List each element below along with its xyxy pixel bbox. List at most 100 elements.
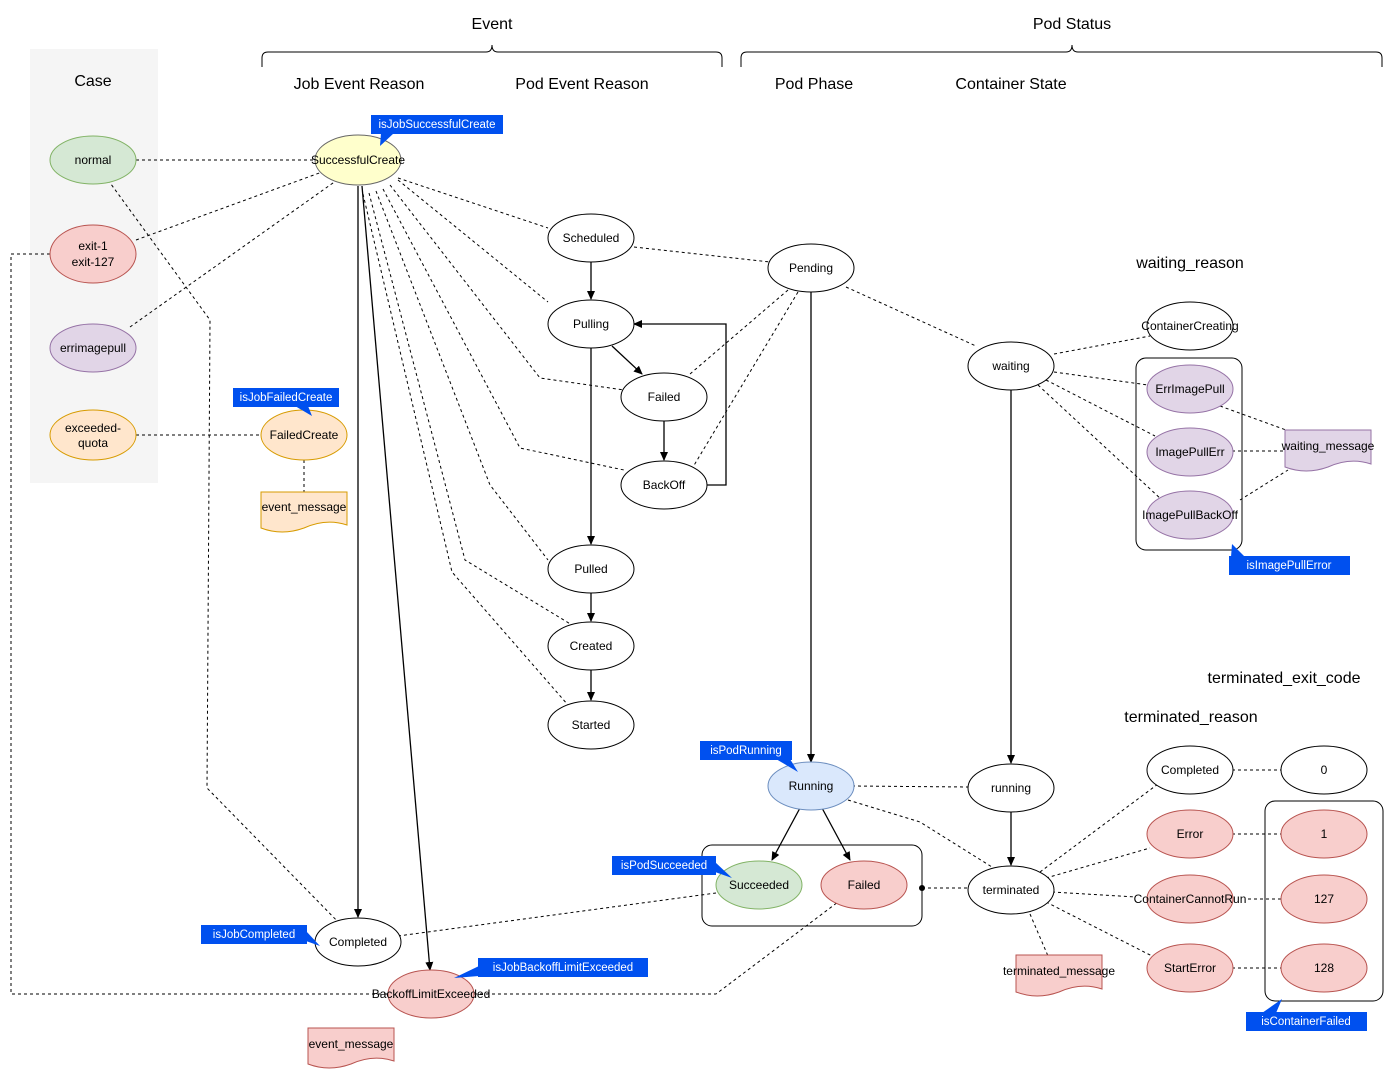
image-pull-backoff-node xyxy=(1146,490,1234,540)
tag-is-image-pull-error: isImagePullError xyxy=(1229,544,1350,575)
start-error-label: StartError xyxy=(1164,961,1216,975)
case-exceeded-label-2: quota xyxy=(78,436,108,450)
svg-text:isContainerFailed: isContainerFailed xyxy=(1261,1016,1351,1028)
image-pull-error-group xyxy=(1135,357,1243,551)
pod-event-failed-node xyxy=(620,372,708,422)
pulled-node xyxy=(547,544,635,594)
event-message-label-2: event_message xyxy=(309,1037,394,1051)
tag-is-container-failed: isContainerFailed xyxy=(1246,999,1367,1031)
exit-code-0-label: 0 xyxy=(1321,763,1328,777)
header-event: Event xyxy=(472,16,513,33)
image-pull-err-label: ImagePullErr xyxy=(1155,445,1224,459)
running-state-node xyxy=(967,763,1055,813)
exit-code-127-label: 127 xyxy=(1314,892,1334,906)
case-exceeded-quota-node xyxy=(49,409,137,461)
dashed-connectors xyxy=(10,159,1289,995)
header-job-event-reason: Job Event Reason xyxy=(294,76,425,93)
pulling-label: Pulling xyxy=(573,317,609,331)
tag-is-job-completed: isJobCompleted xyxy=(201,925,320,946)
terminated-message-doc xyxy=(1015,954,1103,997)
case-errimagepull-label: errimagepull xyxy=(60,341,126,355)
tag-is-job-successful-create: isJobSuccessfulCreate xyxy=(371,115,503,146)
err-image-pull-label: ErrImagePull xyxy=(1155,382,1224,396)
waiting-message-label: waiting_message xyxy=(1281,439,1375,453)
terminated-error-node xyxy=(1146,809,1234,859)
pending-label: Pending xyxy=(789,261,833,275)
terminated-completed-node xyxy=(1146,745,1234,795)
svg-text:isJobSuccessfulCreate: isJobSuccessfulCreate xyxy=(379,119,496,131)
exit-code-1-node xyxy=(1280,809,1368,859)
running-state-label: running xyxy=(991,781,1031,795)
svg-text:isImagePullError: isImagePullError xyxy=(1247,560,1332,572)
succeeded-node xyxy=(715,860,803,910)
case-normal-label: normal xyxy=(75,153,112,167)
container-creating-node xyxy=(1146,301,1234,351)
case-normal-node xyxy=(49,135,137,185)
tag-is-pod-running: isPodRunning xyxy=(700,741,798,772)
successful-create-label: SuccessfulCreate xyxy=(311,153,405,167)
svg-text:isJobBackoffLimitExceeded: isJobBackoffLimitExceeded xyxy=(493,962,633,974)
pulling-node xyxy=(547,299,635,349)
header-pod-phase: Pod Phase xyxy=(775,76,853,93)
image-pull-backoff-label: ImagePullBackOff xyxy=(1142,508,1238,522)
pod-event-failed-label: Failed xyxy=(648,390,681,404)
event-message-doc-1 xyxy=(260,491,348,533)
solid-arrows xyxy=(354,185,1015,971)
running-phase-node xyxy=(767,761,855,811)
backoff-label: BackOff xyxy=(643,478,686,492)
successful-create-node xyxy=(314,134,402,186)
terminated-completed-label: Completed xyxy=(1161,763,1219,777)
case-errimagepull-node xyxy=(49,323,137,373)
job-completed-label: Completed xyxy=(329,935,387,949)
header-case: Case xyxy=(74,73,111,90)
image-pull-err-node xyxy=(1146,427,1234,477)
terminated-node xyxy=(967,865,1055,915)
terminated-label: terminated xyxy=(983,883,1040,897)
exit-code-128-label: 128 xyxy=(1314,961,1334,975)
tag-is-job-failed-create: isJobFailedCreate xyxy=(233,388,339,416)
header-terminated-reason: terminated_reason xyxy=(1124,709,1257,726)
pending-node xyxy=(767,243,855,293)
container-cannot-run-label: ContainerCannotRun xyxy=(1134,892,1247,906)
backoff-limit-exceeded-label: BackoffLimitExceeded xyxy=(372,987,491,1001)
event-message-doc-2 xyxy=(307,1027,395,1069)
scheduled-node xyxy=(547,213,635,263)
exit-code-0-node xyxy=(1280,745,1368,795)
case-exit-1-label: exit-1 xyxy=(78,239,108,253)
pulled-label: Pulled xyxy=(574,562,607,576)
exit-code-127-node xyxy=(1280,874,1368,924)
failed-create-label: FailedCreate xyxy=(270,428,339,442)
container-creating-label: ContainerCreating xyxy=(1141,319,1238,333)
svg-text:isJobCompleted: isJobCompleted xyxy=(213,929,295,941)
tag-is-job-backoff-limit-exceeded: isJobBackoffLimitExceeded xyxy=(454,958,648,978)
started-label: Started xyxy=(572,718,611,732)
waiting-node xyxy=(967,341,1055,391)
event-message-label-1: event_message xyxy=(262,500,347,514)
running-phase-label: Running xyxy=(789,779,834,793)
start-error-node xyxy=(1146,943,1234,993)
event-brace xyxy=(261,44,723,67)
scheduled-label: Scheduled xyxy=(563,231,620,245)
created-label: Created xyxy=(570,639,613,653)
created-node xyxy=(547,621,635,671)
exit-code-1-label: 1 xyxy=(1321,827,1328,841)
header-pod-event-reason: Pod Event Reason xyxy=(515,76,648,93)
case-exit-127-label: exit-127 xyxy=(72,255,115,269)
header-waiting-reason: waiting_reason xyxy=(1135,255,1244,272)
terminated-message-label: terminated_message xyxy=(1003,964,1115,978)
started-node xyxy=(547,700,635,750)
backoff-node xyxy=(620,460,708,510)
header-container-state: Container State xyxy=(955,76,1066,93)
terminated-error-label: Error xyxy=(1177,827,1204,841)
phase-failed-node xyxy=(820,860,908,910)
header-terminated-exit-code: terminated_exit_code xyxy=(1208,670,1361,687)
backoff-limit-exceeded-node xyxy=(387,969,475,1019)
tag-is-pod-succeeded: isPodSucceeded xyxy=(612,856,732,878)
case-exit-node xyxy=(49,224,137,284)
phase-failed-label: Failed xyxy=(848,878,881,892)
exit-code-128-node xyxy=(1280,943,1368,993)
waiting-label: waiting xyxy=(991,359,1029,373)
failure-codes-group xyxy=(1264,800,1384,1002)
svg-text:isPodRunning: isPodRunning xyxy=(710,745,782,757)
